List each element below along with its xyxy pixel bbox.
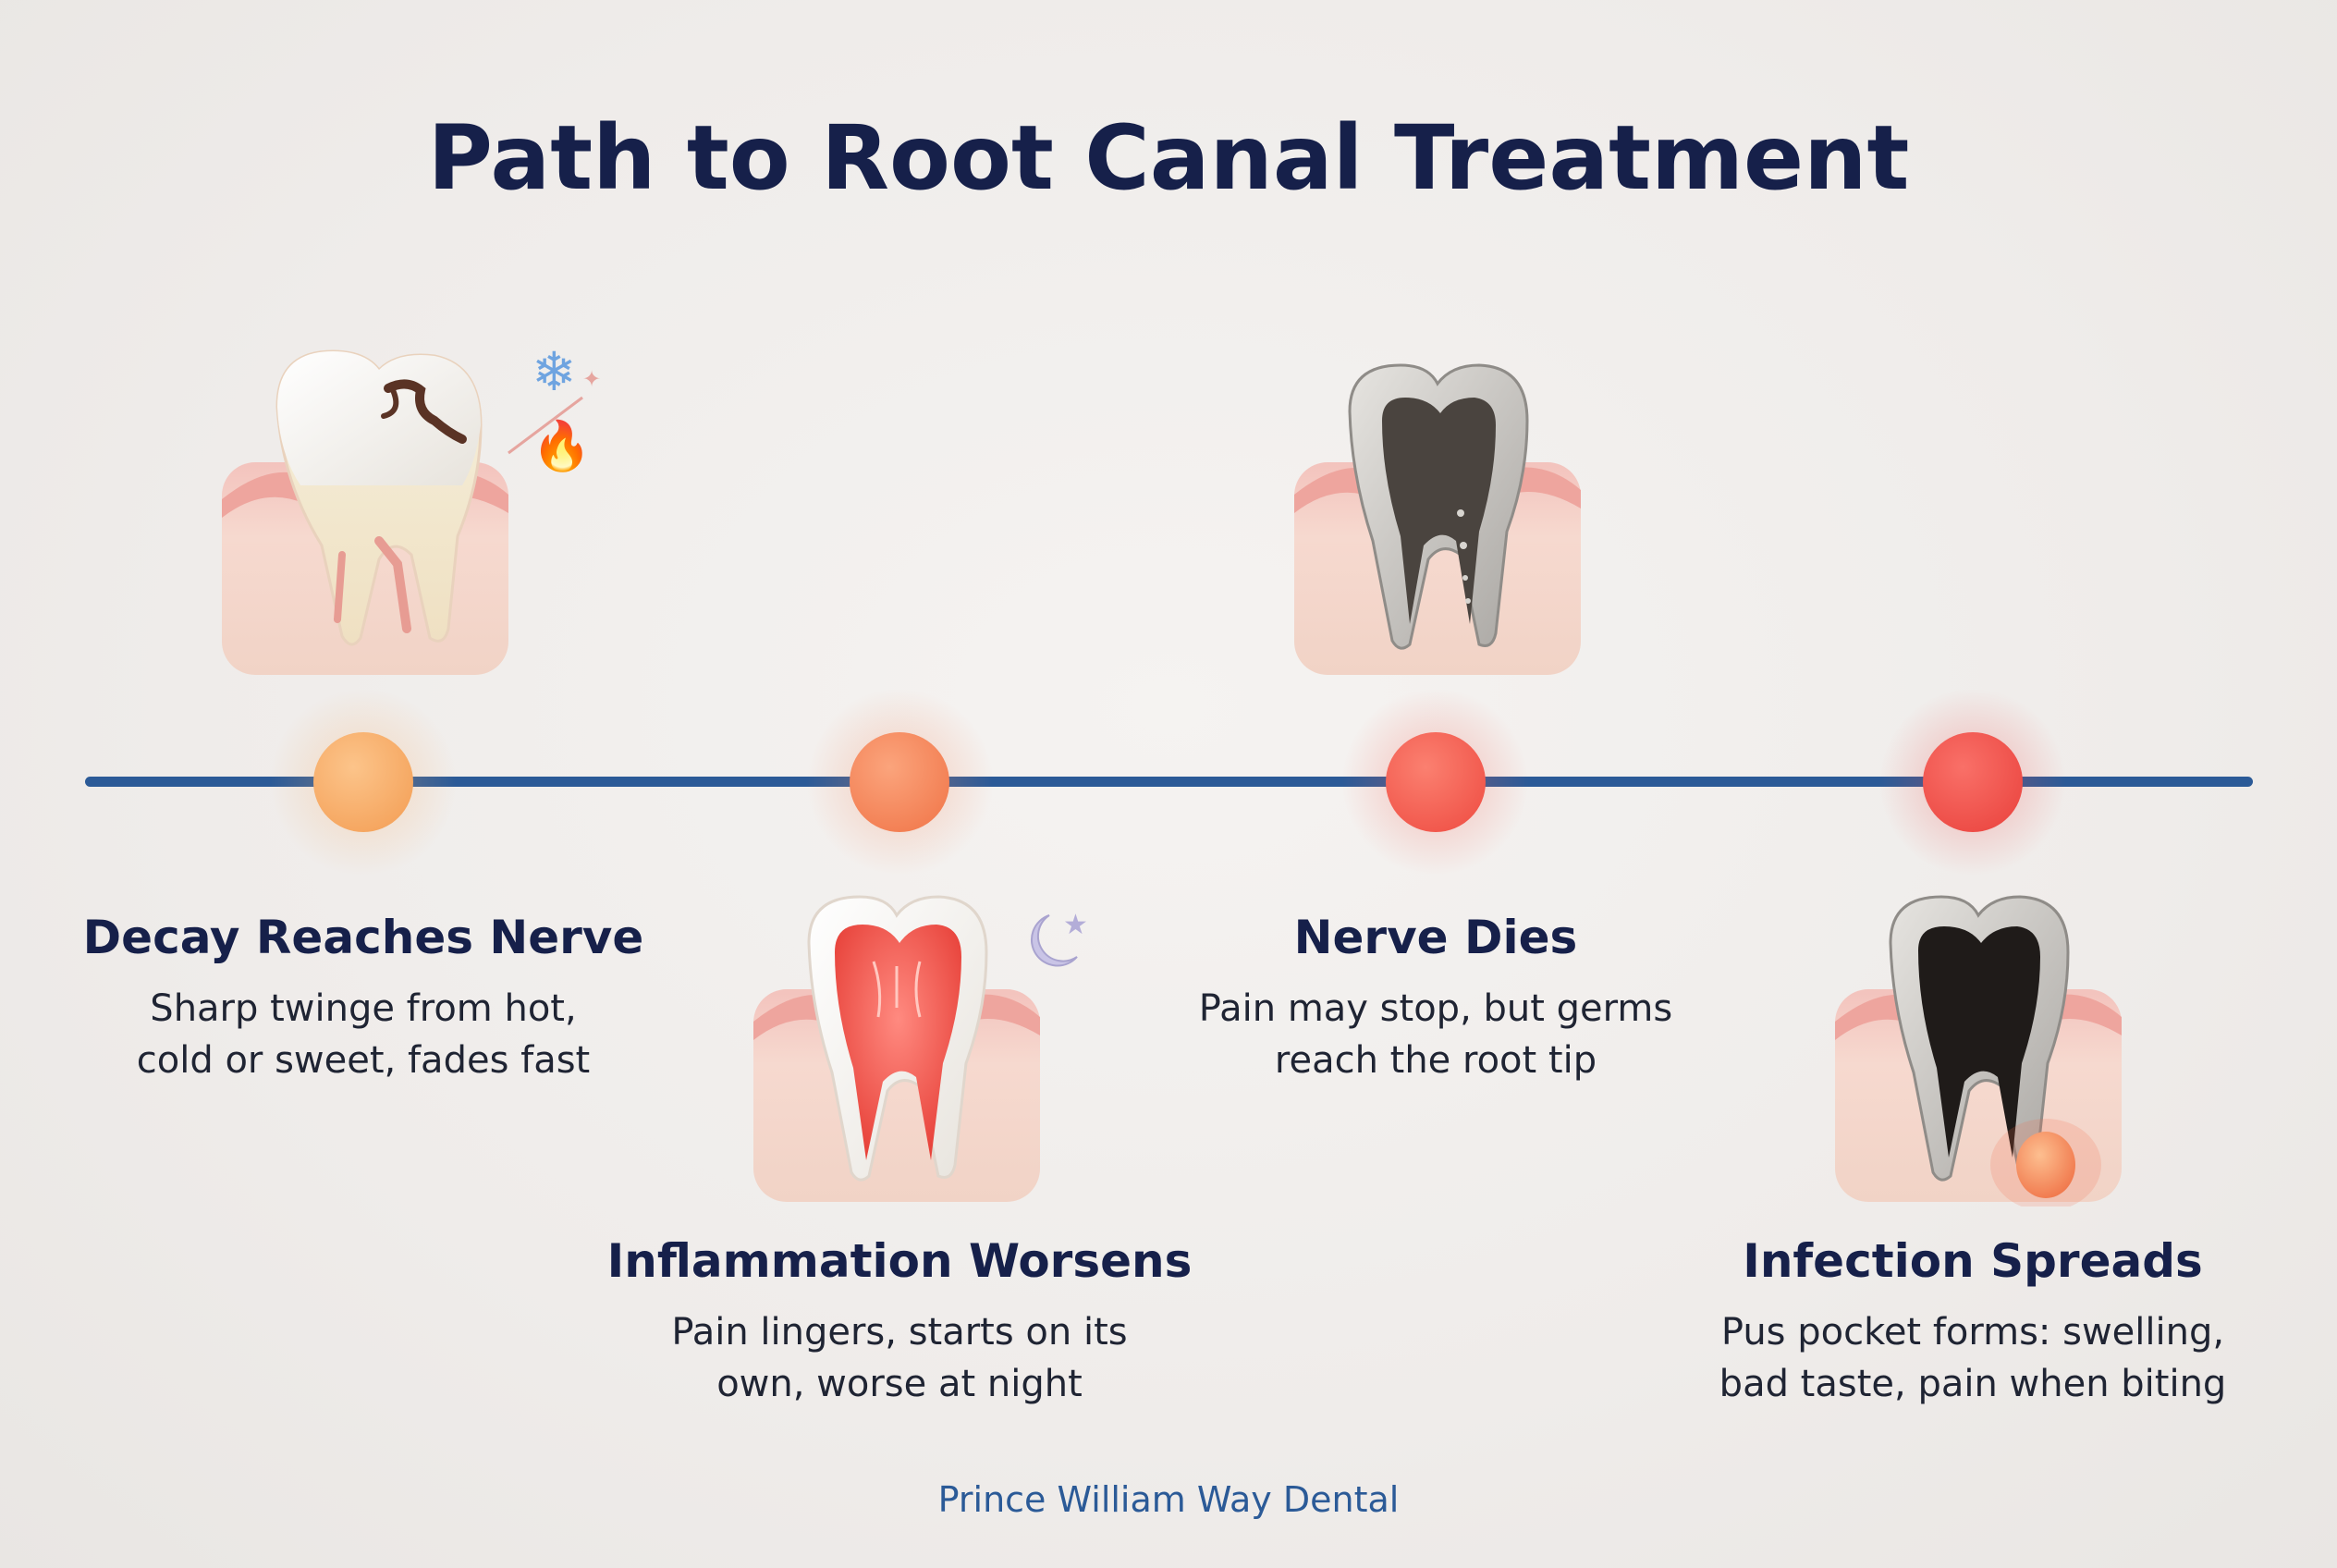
dead-nerve-tooth-icon	[1294, 363, 1581, 675]
stage3-title: Nerve Dies	[1293, 911, 1578, 964]
stage2-desc-line2: own, worse at night	[716, 1363, 1083, 1405]
stage3-desc-line1: Pain may stop, but germs	[1198, 987, 1673, 1030]
stage1-desc-line1: Sharp twinge from hot,	[150, 987, 577, 1030]
stage2-desc-line1: Pain lingers, starts on its	[671, 1311, 1128, 1354]
stage1-title: Decay Reaches Nerve	[82, 911, 644, 964]
page-title: Path to Root Canal Treatment	[427, 106, 1910, 210]
infected-tooth-icon	[1835, 895, 2122, 1207]
stage3-desc-line2: reach the root tip	[1274, 1039, 1597, 1082]
stage3-marker	[1386, 732, 1486, 832]
svg-text:❄: ❄	[532, 340, 577, 403]
decayed-tooth-icon: ❄ 🔥 ✦	[222, 340, 601, 675]
stage2-title: Inflammation Worsens	[606, 1234, 1193, 1288]
stage1-description: Sharp twinge from hot, cold or sweet, fa…	[40, 983, 687, 1086]
svg-text:🔥: 🔥	[532, 418, 592, 474]
timeline-line	[85, 777, 2253, 787]
stage4-desc-line1: Pus pocket forms: swelling,	[1720, 1311, 2225, 1354]
stage4-marker	[1923, 732, 2023, 832]
stage4-desc-line2: bad taste, pain when biting	[1719, 1363, 2227, 1405]
svg-text:★: ★	[1063, 909, 1088, 941]
stage2-marker	[850, 732, 949, 832]
stage4-title: Infection Spreads	[1743, 1234, 2203, 1288]
stage1-marker	[313, 732, 413, 832]
stage4-description: Pus pocket forms: swelling, bad taste, p…	[1649, 1306, 2296, 1410]
stage3-description: Pain may stop, but germs reach the root …	[1112, 983, 1759, 1086]
stage1-desc-line2: cold or sweet, fades fast	[136, 1039, 591, 1082]
footer-brand: Prince William Way Dental	[937, 1479, 1400, 1520]
stage2-description: Pain lingers, starts on its own, worse a…	[576, 1306, 1223, 1410]
inflamed-tooth-icon: ★	[753, 895, 1088, 1202]
svg-text:✦: ✦	[582, 366, 601, 392]
